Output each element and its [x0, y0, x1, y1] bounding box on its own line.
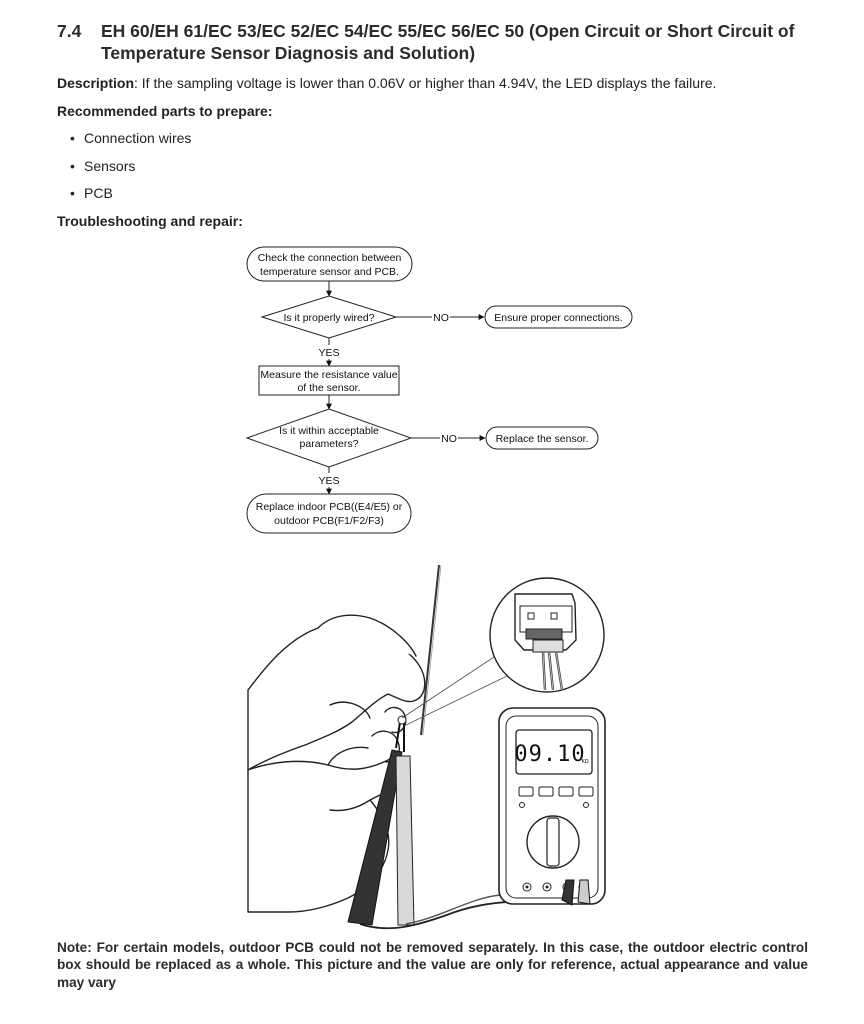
flow-start-text-2: temperature sensor and PCB.	[260, 266, 399, 278]
multimeter-illustration: 09.10 KΩ	[247, 564, 606, 930]
meter-unit: KΩ	[581, 759, 588, 765]
flow-q2-text-1: Is it within acceptable	[279, 425, 379, 437]
flow-q2-no-box	[485, 426, 599, 450]
flow-q2-yes-label: YES	[318, 475, 339, 487]
flow-q2-no-action: Replace the sensor.	[496, 433, 589, 445]
flow-q1-no-action: Ensure proper connections.	[494, 312, 622, 324]
flow-step-2-text-2: of the sensor.	[297, 382, 360, 394]
section-title: EH 60/EH 61/EC 53/EC 52/EC 54/EC 55/EC 5…	[101, 21, 795, 63]
description-text: : If the sampling voltage is lower than …	[134, 75, 717, 91]
flow-end-text-1: Replace indoor PCB((E4/E5) or	[256, 501, 403, 513]
meter-display	[515, 729, 593, 775]
parts-list: Connection wires Sensors PCB	[70, 129, 191, 212]
list-item: Sensors	[70, 157, 191, 185]
multimeter-icon: 09.10 KΩ	[498, 707, 606, 906]
troubleshooting-flowchart: Check the connection between temperature…	[245, 246, 633, 534]
description-label: Description	[57, 75, 135, 91]
flow-q1-text: Is it properly wired?	[283, 312, 374, 324]
sensor-rod-icon	[420, 564, 440, 736]
list-item: PCB	[70, 184, 191, 212]
flow-start-text-1: Check the connection between	[258, 252, 402, 264]
flow-q2-no-label: NO	[441, 433, 457, 445]
troubleshooting-heading: Troubleshooting and repair:	[57, 213, 243, 229]
test-probes-icon	[347, 715, 415, 926]
description: Description: If the sampling voltage is …	[57, 74, 716, 92]
section-number: 7.4	[57, 21, 82, 41]
flow-end-text-2: outdoor PCB(F1/F2/F3)	[274, 515, 384, 527]
flow-q1-no-box	[484, 305, 633, 329]
flow-q1-no-label: NO	[433, 312, 449, 324]
meter-reading: 09.10	[514, 742, 585, 767]
sensor-connector-icon	[514, 593, 577, 691]
flow-step-2-box	[258, 365, 400, 396]
flow-q2-text-2: parameters?	[300, 438, 359, 450]
note-text: Note: For certain models, outdoor PCB co…	[57, 940, 808, 990]
parts-heading: Recommended parts to prepare:	[57, 103, 273, 119]
flow-q1-yes-label: YES	[318, 347, 339, 359]
flow-step-2-text-1: Measure the resistance value	[260, 369, 397, 381]
flow-end-box	[246, 493, 412, 534]
list-item: Connection wires	[70, 129, 191, 157]
